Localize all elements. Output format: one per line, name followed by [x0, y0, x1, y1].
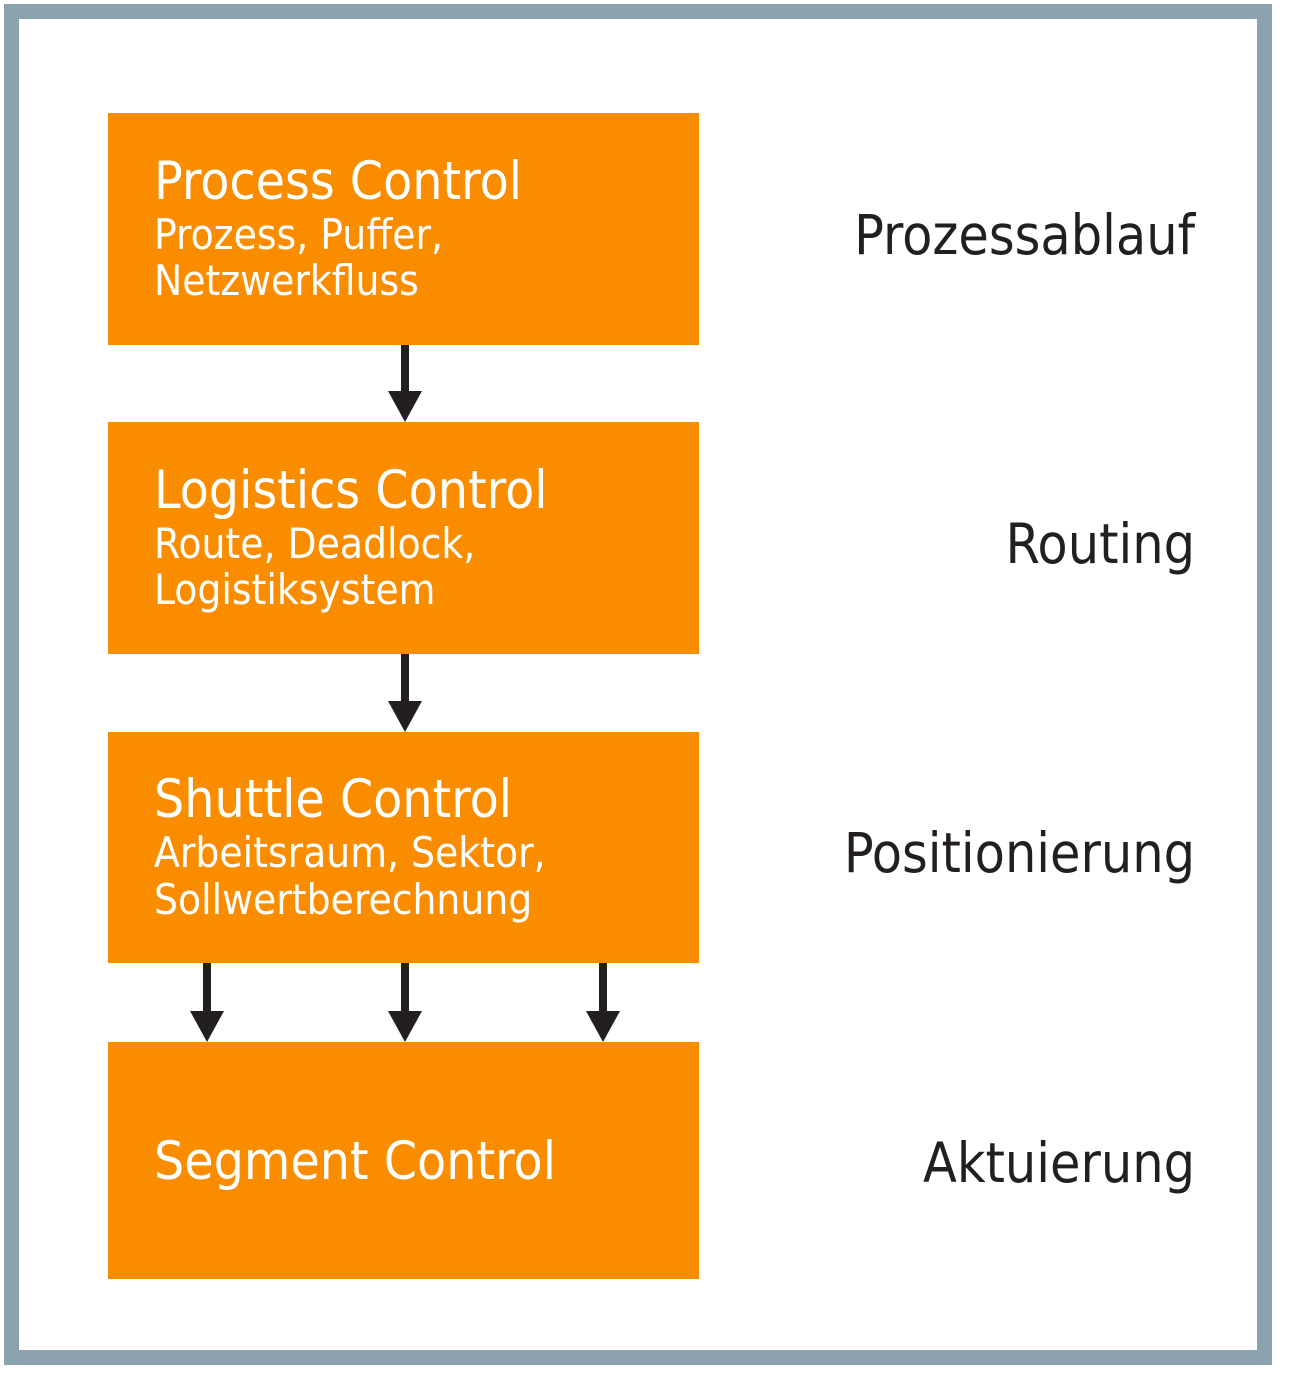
arrow-head-down-icon: [190, 1011, 224, 1042]
arrow-shuttle-to-segment-3: [586, 963, 620, 1042]
layer-subtitle-process-control: Prozess, Puffer, Netzwerkfluss: [154, 209, 444, 306]
side-label-routing: Routing: [1005, 512, 1195, 576]
arrow-shaft: [599, 963, 607, 1011]
arrow-head-down-icon: [388, 391, 422, 422]
layer-box-process-control[interactable]: Process Control Prozess, Puffer, Netzwer…: [108, 113, 699, 345]
layer-title-segment-control: Segment Control: [154, 1131, 556, 1193]
arrow-shaft: [401, 345, 409, 391]
arrow-shuttle-to-segment-2: [388, 963, 422, 1042]
side-label-prozessablauf: Prozessablauf: [854, 203, 1195, 267]
layer-title-process-control: Process Control: [154, 150, 523, 212]
layer-subtitle-logistics-control: Route, Deadlock, Logistiksystem: [154, 518, 476, 615]
arrow-shuttle-to-segment-1: [190, 963, 224, 1042]
arrow-head-down-icon: [388, 701, 422, 732]
layer-box-shuttle-control[interactable]: Shuttle Control Arbeitsraum, Sektor, Sol…: [108, 732, 699, 963]
arrow-shaft: [401, 963, 409, 1011]
layer-subtitle-shuttle-control: Arbeitsraum, Sektor, Sollwertberechnung: [154, 828, 546, 924]
layer-box-logistics-control[interactable]: Logistics Control Route, Deadlock, Logis…: [108, 422, 699, 654]
layer-title-logistics-control: Logistics Control: [154, 459, 548, 521]
arrow-head-down-icon: [586, 1011, 620, 1042]
layer-box-segment-control[interactable]: Segment Control: [108, 1042, 699, 1279]
arrow-shaft: [203, 963, 211, 1011]
arrow-shaft: [401, 654, 409, 701]
arrow-head-down-icon: [388, 1011, 422, 1042]
arrow-logistics-to-shuttle: [388, 654, 422, 732]
side-label-aktuierung: Aktuierung: [923, 1131, 1195, 1195]
side-label-positionierung: Positionierung: [843, 821, 1195, 885]
arrow-process-to-logistics: [388, 345, 422, 422]
layer-title-shuttle-control: Shuttle Control: [154, 769, 513, 831]
